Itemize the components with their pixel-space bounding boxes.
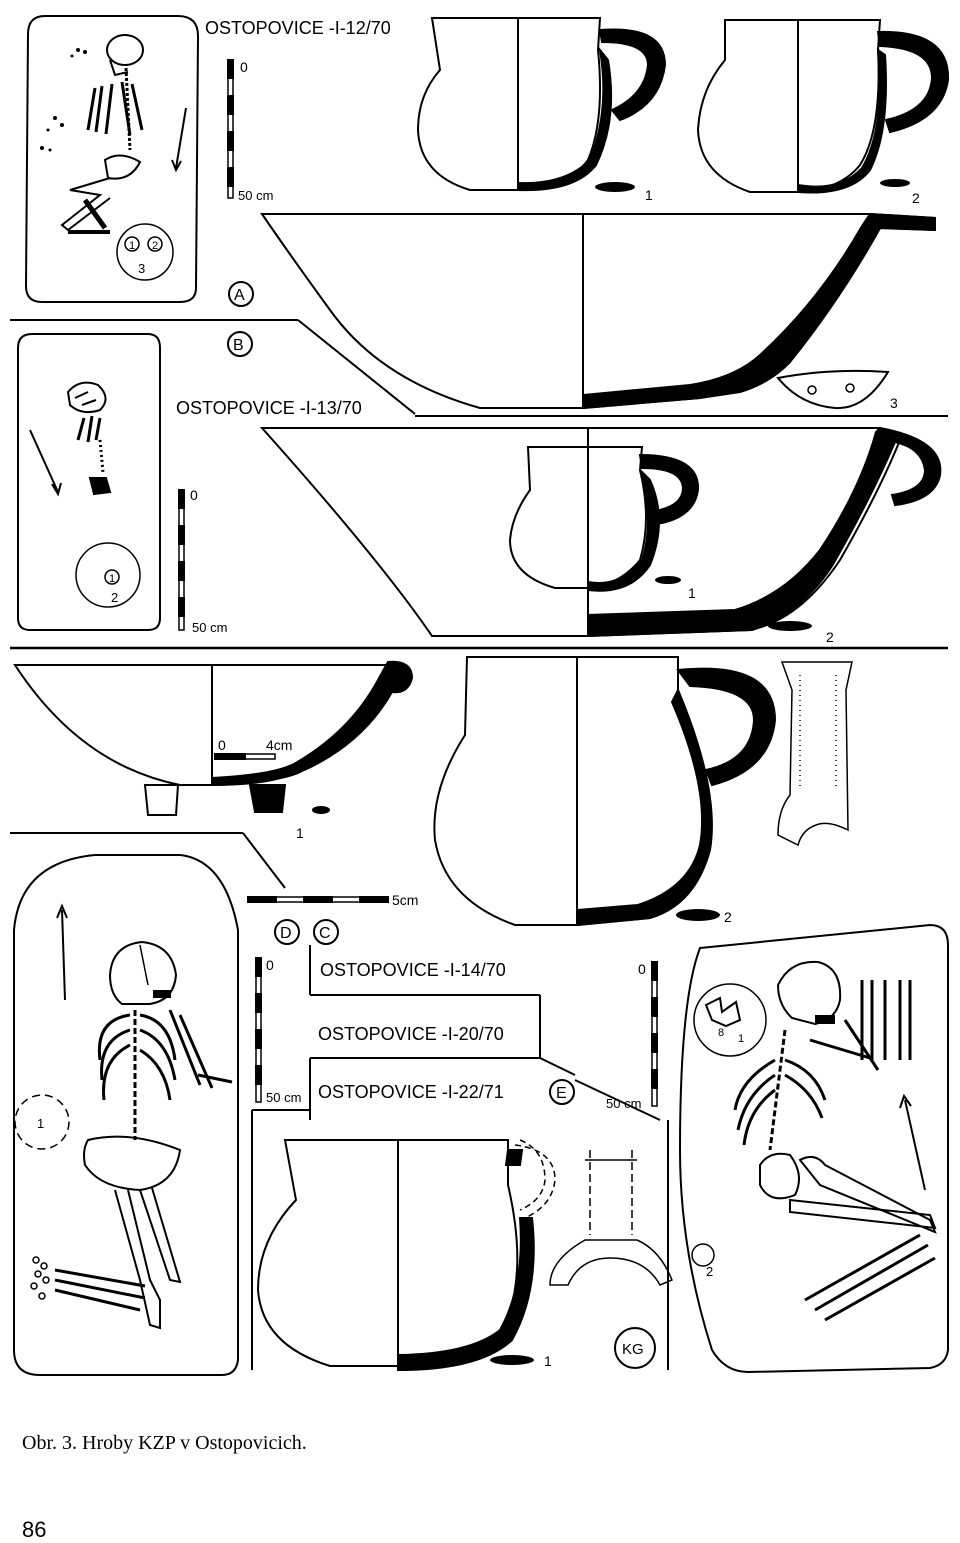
- svg-text:0: 0: [190, 487, 198, 503]
- handle-profile-detail: [777, 661, 853, 847]
- scale-bar-a: 0 50 cm: [227, 59, 273, 203]
- site-label-20-70: OSTOPOVICE -I-20/70: [318, 1024, 504, 1044]
- grave-plan-e: 8 1 2: [678, 923, 949, 1374]
- svg-text:1: 1: [688, 585, 696, 601]
- svg-text:2: 2: [826, 629, 834, 645]
- grave-plan-a: 1 2 3: [24, 15, 200, 303]
- scale-bar-4cm: 0 4cm: [214, 737, 292, 760]
- grave-plan-d: 1: [13, 854, 239, 1376]
- vessel-a-3: 3: [260, 212, 936, 411]
- section-dividers: [10, 319, 948, 1370]
- svg-text:C: C: [319, 925, 331, 942]
- scale-bar-d: 0 50 cm: [255, 957, 301, 1105]
- svg-text:E: E: [556, 1085, 567, 1102]
- svg-text:1: 1: [37, 1116, 44, 1131]
- grave-a-item-1: 1: [129, 240, 135, 252]
- svg-text:50 cm: 50 cm: [192, 620, 227, 635]
- svg-text:A: A: [234, 287, 245, 304]
- scale-bar-b: 0 50 cm: [178, 487, 227, 635]
- svg-text:50 cm: 50 cm: [266, 1090, 301, 1105]
- scale-a-zero: 0: [240, 59, 248, 75]
- svg-text:1: 1: [544, 1353, 552, 1369]
- svg-text:2: 2: [111, 590, 118, 605]
- svg-text:KG: KG: [622, 1341, 644, 1358]
- letter-b-circle: B: [227, 331, 253, 357]
- svg-text:B: B: [233, 337, 244, 354]
- svg-text:0: 0: [266, 957, 274, 973]
- svg-text:8: 8: [718, 1027, 724, 1039]
- site-label-14-70: OSTOPOVICE -I-14/70: [320, 960, 506, 980]
- vessel-e-1: 1: [256, 1139, 556, 1372]
- svg-text:1: 1: [296, 825, 304, 841]
- vessel-a-1-number: 1: [645, 187, 653, 203]
- scale-a-50: 50 cm: [238, 188, 273, 203]
- vessel-b-2: 2: [259, 426, 942, 645]
- svg-text:0: 0: [638, 961, 646, 977]
- vessel-a-2-number: 2: [912, 190, 920, 206]
- vessel-c-1: 1: [13, 660, 414, 841]
- site-label-12-70: OSTOPOVICE -I-12/70: [205, 18, 391, 38]
- site-label-22-71: OSTOPOVICE -I-22/71: [318, 1082, 504, 1102]
- svg-text:2: 2: [706, 1264, 713, 1279]
- svg-text:4cm: 4cm: [266, 737, 292, 753]
- grave-a-item-3: 3: [138, 261, 145, 276]
- svg-text:5cm: 5cm: [392, 892, 418, 908]
- grave-plan-b: 1 2: [17, 333, 161, 631]
- grave-a-item-2: 2: [152, 240, 158, 252]
- svg-text:1: 1: [109, 573, 115, 585]
- scale-bar-e: 0 50 cm: [606, 961, 658, 1111]
- vessel-a-2: 2: [696, 19, 950, 206]
- svg-text:2: 2: [724, 909, 732, 925]
- figure-caption: Obr. 3. Hroby KZP v Ostopovicich.: [22, 1432, 307, 1454]
- vessel-a-1: 1: [416, 17, 667, 203]
- svg-text:1: 1: [738, 1033, 744, 1045]
- svg-text:50 cm: 50 cm: [606, 1096, 641, 1111]
- svg-text:0: 0: [218, 737, 226, 753]
- vessel-c-2: 2: [433, 656, 777, 927]
- page-number: 86: [22, 1517, 47, 1542]
- vessel-b-1: 1: [508, 446, 700, 601]
- kg-circle: KG: [614, 1327, 656, 1369]
- letter-c-circle: C: [313, 919, 339, 945]
- vessel-a-3-number: 3: [890, 395, 898, 411]
- scale-bar-5cm: 5cm: [247, 892, 418, 908]
- letter-a-circle: A: [228, 281, 254, 307]
- svg-text:D: D: [280, 925, 292, 942]
- handle-profile-e: [549, 1150, 673, 1286]
- letter-d-circle: D: [274, 919, 300, 945]
- letter-e-circle: E: [549, 1079, 575, 1105]
- site-label-13-70: OSTOPOVICE -I-13/70: [176, 398, 362, 418]
- archaeological-figure: 1 2 3 0 50 cm OSTOPOVICE -I-12/70 1: [10, 15, 950, 1376]
